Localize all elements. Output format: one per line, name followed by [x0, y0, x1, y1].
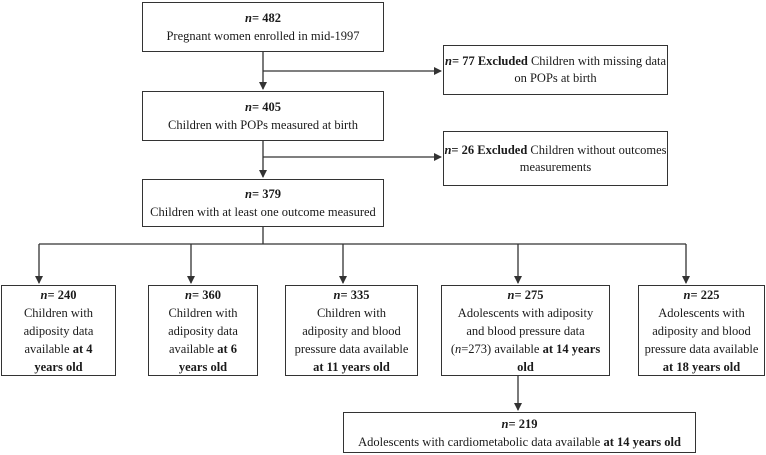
label-pops-measured: Children with POPs measured at birth — [168, 118, 358, 132]
box-enrolled: n= 482 Pregnant women enrolled in mid-19… — [142, 2, 384, 52]
box-age-6: n= 360 Children with adiposity data avai… — [148, 285, 258, 376]
label-outcome-measured: Children with at least one outcome measu… — [150, 205, 376, 219]
count-outcome-measured: 379 — [262, 187, 281, 201]
count-age-11: 335 — [350, 287, 370, 302]
count-enrolled: 482 — [262, 11, 281, 25]
count-age-6: 360 — [202, 287, 221, 302]
box-outcome-measured: n= 379 Children with at least one outcom… — [142, 179, 384, 227]
count-age-14: 275 — [524, 287, 544, 302]
box-excluded-missing-pops: n= 77 Excluded Children with missing dat… — [443, 45, 668, 95]
n-symbol: n — [245, 11, 252, 25]
box-age-14: n= 275 Adolescents with adiposity and bl… — [441, 285, 610, 376]
count-excluded-1: 77 — [462, 54, 475, 68]
label-enrolled: Pregnant women enrolled in mid-1997 — [166, 29, 360, 43]
count-cardiometabolic: 219 — [518, 416, 538, 431]
box-age-11: n= 335 Children with adiposity and blood… — [285, 285, 418, 376]
label-excluded-1: Children with missing data on POPs at bi… — [514, 54, 667, 85]
count-age-4: 240 — [57, 287, 77, 302]
box-excluded-no-outcomes: n= 26 Excluded Children without outcomes… — [443, 131, 668, 186]
count-age-18: 225 — [700, 287, 720, 302]
box-age-4: n= 240 Children with adiposity data avai… — [1, 285, 116, 376]
count-excluded-2: 26 — [461, 142, 475, 157]
box-pops-measured: n= 405 Children with POPs measured at bi… — [142, 91, 384, 141]
box-age-18: n= 225 Adolescents with adiposity and bl… — [638, 285, 765, 376]
label-excluded-2: Children without outcomes measurements — [519, 142, 667, 174]
box-cardiometabolic: n= 219 Adolescents with cardiometabolic … — [343, 412, 696, 453]
label-cardiometabolic: Adolescents with cardiometabolic data av… — [358, 434, 604, 449]
count-pops-measured: 405 — [262, 100, 281, 114]
